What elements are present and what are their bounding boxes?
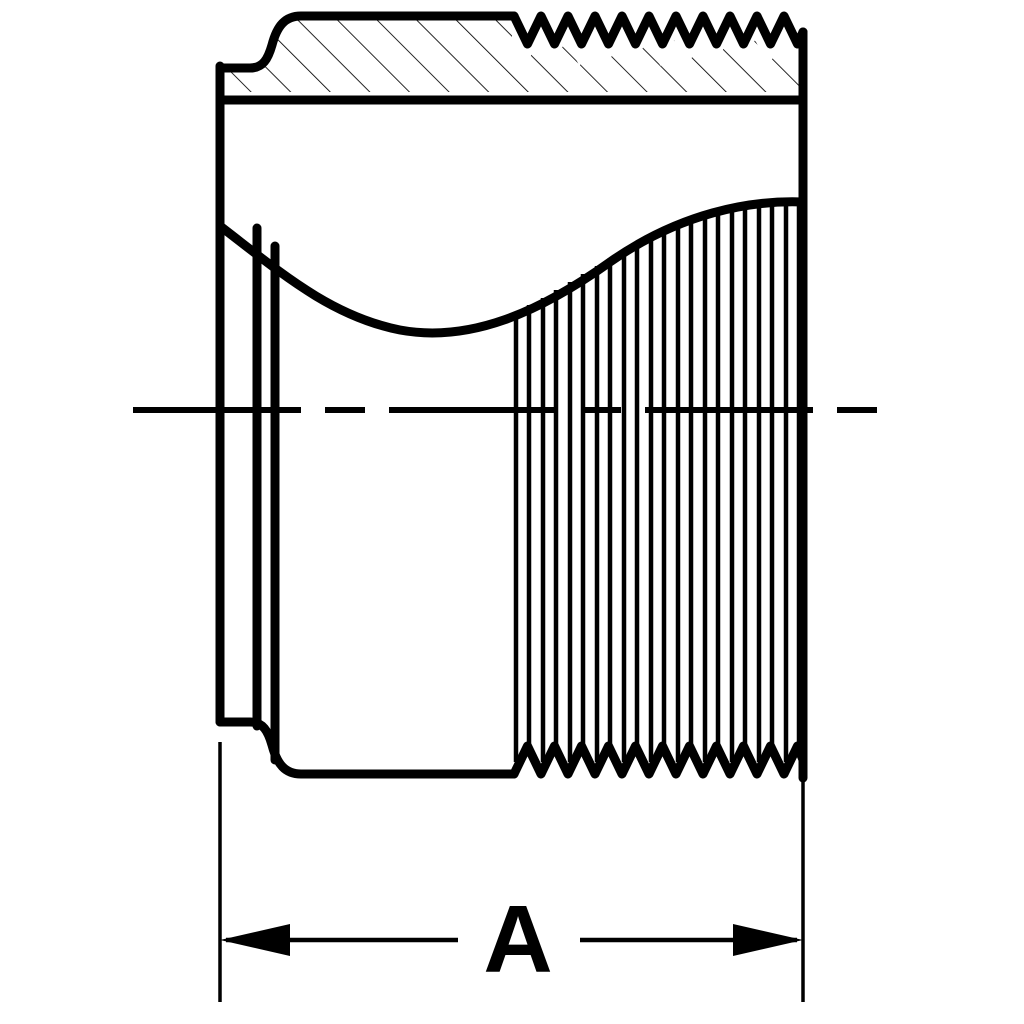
- dimension-arrow-group: [220, 924, 803, 956]
- outer-body-profile: [215, 11, 808, 783]
- internal-thread-line-group: [513, 202, 802, 762]
- arrowhead-left: [220, 924, 290, 956]
- dimension-extension-lines: [218, 742, 805, 1002]
- arrowhead-right: [733, 924, 803, 956]
- dimension-label-a: A: [483, 886, 552, 993]
